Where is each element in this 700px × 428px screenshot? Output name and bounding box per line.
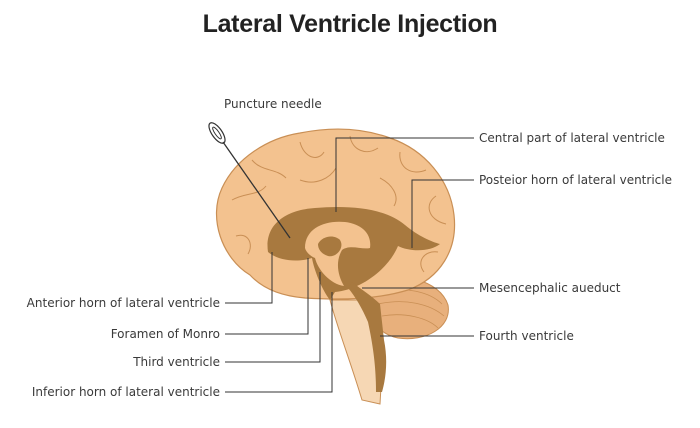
page-title: Lateral Ventricle Injection	[202, 10, 498, 38]
label-puncture-needle: Puncture needle	[224, 97, 322, 111]
label-posterior-horn: Posteior horn of lateral ventricle	[479, 173, 672, 187]
label-fourth-ventricle: Fourth ventricle	[479, 329, 574, 343]
label-third-ventricle: Third ventricle	[132, 355, 220, 369]
aqueduct	[348, 282, 387, 392]
label-inferior-horn: Inferior horn of lateral ventricle	[32, 385, 220, 399]
third-ventricle-shape	[318, 236, 342, 257]
foramen-dot	[319, 259, 325, 265]
label-mesencephalic-aqueduct: Mesencephalic aueduct	[479, 281, 621, 295]
gyri	[231, 135, 447, 273]
diencephalon	[305, 221, 371, 286]
leader-lines	[225, 137, 474, 393]
label-anterior-horn: Anterior horn of lateral ventricle	[27, 296, 220, 310]
label-foramen-monro: Foramen of Monro	[111, 327, 220, 341]
puncture-needle	[208, 122, 291, 239]
label-central-part: Central part of lateral ventricle	[479, 131, 665, 145]
lateral-ventricle	[267, 206, 440, 300]
